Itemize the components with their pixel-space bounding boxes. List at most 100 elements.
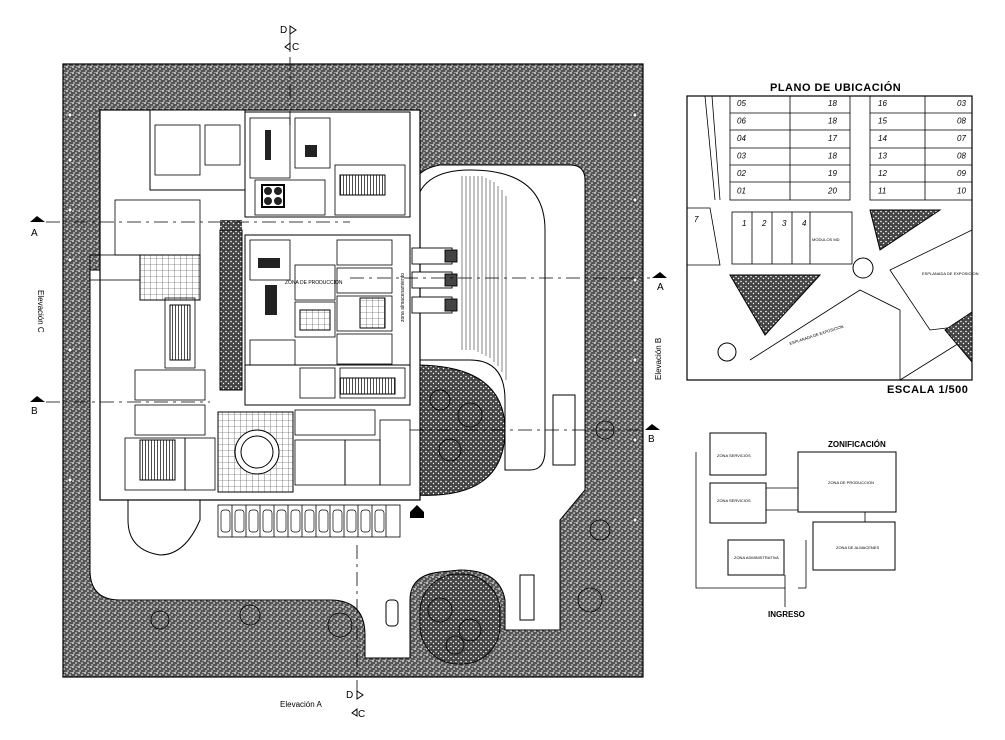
lots-column-3: 16 15 14 13 12 11	[878, 99, 887, 196]
trees	[150, 389, 615, 655]
zone-box-administrativa	[727, 539, 785, 576]
zoning-entrance-label: INGRESO	[768, 610, 805, 619]
lots-column-4: 03 08 07 08 09 10	[957, 99, 966, 196]
elevation-c-label: Elevación C	[36, 290, 45, 333]
lot-number: 11	[878, 187, 886, 196]
parked-cars	[220, 509, 385, 533]
lot-number: 13	[878, 152, 887, 161]
zoning-diagram: ZONIFICACIÓN ZONA SERVICIOS ZONA SERVICI…	[695, 432, 897, 619]
lot-number: 1	[742, 219, 746, 228]
round-garden-bottom	[419, 573, 501, 665]
interior-walls	[89, 117, 411, 491]
lot-number: 20	[827, 187, 837, 196]
lot-number: 19	[828, 169, 837, 178]
zone-label: ZONA ADMINISTRATIVA	[734, 555, 779, 560]
section-marker-right-a: A	[652, 272, 667, 293]
area-label: MODULOS MD	[812, 237, 840, 242]
zone-label: ZONA DE ALMACENES	[836, 545, 879, 550]
tiled-plaza-left	[139, 254, 201, 301]
lots-column-2: 18 18 17 18 19 20	[827, 99, 837, 196]
elevation-b-label: Elevación B	[654, 338, 663, 380]
marker-label: A	[657, 282, 664, 293]
marker-label: D	[346, 690, 353, 701]
lot-number: 2	[761, 219, 767, 228]
roundabout-2	[717, 342, 737, 362]
lots-row: 1 2 3 4	[742, 219, 807, 228]
lot-number: 18	[828, 152, 837, 161]
lot-number: 18	[828, 99, 837, 108]
lot-number: 05	[737, 99, 746, 108]
central-fountain	[234, 429, 280, 475]
lot-number: 15	[878, 117, 887, 126]
zone-box-produccion	[797, 451, 897, 513]
location-plan-frame	[686, 95, 973, 381]
section-marker-top: D C	[280, 25, 299, 53]
equipment	[139, 130, 396, 481]
location-plan-scale: ESCALA 1/500	[887, 384, 968, 396]
parking-arc	[414, 169, 546, 471]
triangle-park-2	[869, 209, 942, 251]
lot-number: 09	[957, 169, 966, 178]
zone-box-almacenes	[812, 521, 896, 571]
lot-number: 06	[737, 117, 746, 126]
car-driveway	[385, 599, 399, 627]
lot-number: 08	[957, 152, 966, 161]
zone-box-servicios-2	[709, 482, 767, 524]
lot-number: 12	[878, 169, 887, 178]
lot-number: 3	[782, 219, 787, 228]
elevation-a-label: Elevación A	[280, 700, 322, 709]
roundabout-1	[852, 257, 874, 279]
section-marker-right-b: B	[645, 424, 660, 445]
loading-trucks	[411, 247, 458, 314]
lot-number: 7	[694, 215, 699, 224]
marker-label: B	[31, 406, 38, 417]
lot-number: 10	[957, 187, 966, 196]
site-plan: A B A B D C D C Elevación A Elevación B	[30, 25, 667, 720]
zoning-connectors	[695, 452, 866, 607]
zoning-title: ZONIFICACIÓN	[828, 440, 886, 449]
lot-number: 17	[828, 134, 837, 143]
section-marker-left-a: A	[30, 216, 45, 239]
location-plan-title: PLANO DE UBICACIÓN	[770, 81, 901, 94]
light-posts	[67, 112, 638, 523]
area-label: ESPLANADA DE EXPOSICION	[922, 271, 979, 276]
section-lines	[46, 30, 650, 695]
lot-number: 18	[828, 117, 837, 126]
production-block	[244, 111, 411, 218]
lot-number: 07	[957, 134, 966, 143]
lot-number: 08	[957, 117, 966, 126]
lots-column-1: 05 06 04 03 02 01	[737, 99, 746, 196]
triangle-park-3	[944, 311, 973, 364]
section-marker-bottom: D C	[346, 690, 365, 720]
zone-label: ZONA DE PRODUCCION	[828, 480, 874, 485]
location-blocks	[687, 95, 973, 381]
zone-label: ZONA SERVICIOS	[717, 453, 751, 458]
lot-number: 03	[957, 99, 966, 108]
lot-number: 4	[802, 219, 807, 228]
lot-number: 03	[737, 152, 746, 161]
zone-label: ZONA SERVICIOS	[717, 498, 751, 503]
marker-label: D	[280, 25, 287, 36]
fountain-ring	[240, 435, 274, 469]
building-annex-top	[149, 109, 246, 191]
marker-label: A	[31, 228, 38, 239]
lot-number: 16	[878, 99, 887, 108]
lot-number: 14	[878, 134, 887, 143]
lot-number: 02	[737, 169, 746, 178]
parking-stripes	[461, 176, 507, 380]
lot-number: 04	[737, 134, 746, 143]
marker-label: B	[648, 434, 655, 445]
marker-label: C	[292, 42, 299, 53]
left-plaza	[127, 494, 201, 556]
section-marker-left-b: B	[30, 396, 45, 417]
guard-booth-bottom	[519, 574, 535, 621]
marker-label: C	[358, 709, 365, 720]
lot-number: 01	[737, 187, 746, 196]
marker-house-icon	[410, 505, 424, 518]
room-label-almacenamiento: zona almacenamiento	[400, 273, 406, 322]
triangle-park-1	[729, 274, 822, 336]
zone-box-servicios-1	[709, 432, 767, 476]
room-label-produccion: ZONA DE PRODUCCION	[285, 280, 343, 286]
